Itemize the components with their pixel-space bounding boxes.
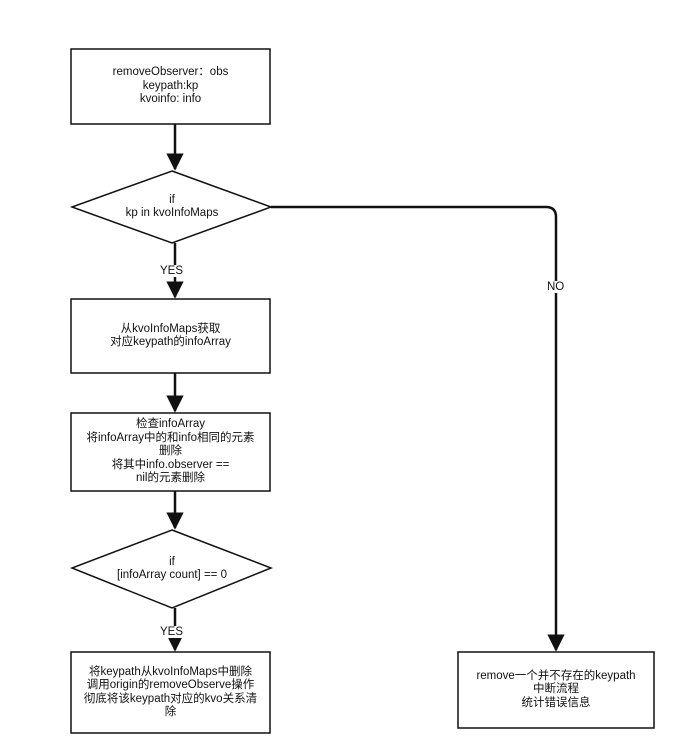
remove-keypath-box	[70, 651, 271, 734]
edge-label-yes-2: YES	[158, 626, 186, 638]
decision-count-zero	[69, 529, 274, 609]
remove-keypath-text: 将keypath从kvoInfoMaps中删除 调用origin的removeO…	[83, 665, 258, 719]
decision-kp-in-maps	[69, 170, 274, 244]
error-box	[457, 651, 655, 729]
fetch-infoarray-text: 从kvoInfoMaps获取 对应keypath的infoArray	[110, 322, 231, 349]
start-box-text: removeObserver：obs keypath:kp kvoinfo: i…	[112, 66, 229, 106]
decision-kp-in-maps-text: if kp in kvoInfoMaps	[125, 193, 219, 220]
fetch-infoarray-box	[70, 298, 271, 374]
check-infoarray-box	[70, 412, 271, 492]
start-box	[70, 48, 271, 125]
decision-count-zero-text: if [infoArray count] == 0	[117, 555, 227, 582]
edge-label-no: NO	[545, 281, 567, 293]
error-box-text: remove一个并不存在的keypath 中断流程 统计错误信息	[476, 669, 636, 709]
edge-label-yes-1: YES	[158, 265, 186, 277]
arrow-decision-no-branch	[271, 205, 565, 652]
check-infoarray-text: 检查infoArray 将infoArray中的和info相同的元素 删除 将其…	[86, 418, 255, 485]
